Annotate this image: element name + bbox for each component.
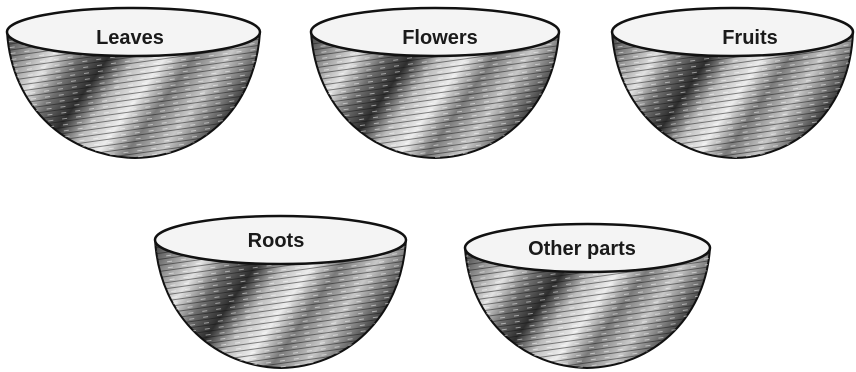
bowl-label: Flowers [402,27,478,49]
bowl-label: Fruits [722,27,778,49]
bowl-leaves: Leaves [7,8,260,158]
bowl-fruits: Fruits [612,8,853,158]
bowl-label: Other parts [528,238,636,260]
bowl-other-parts: Other parts [465,224,710,368]
bowl-label: Leaves [96,27,164,49]
bowl-label: Roots [248,230,305,252]
bowl-flowers: Flowers [311,8,559,158]
bowl-roots: Roots [155,216,406,368]
